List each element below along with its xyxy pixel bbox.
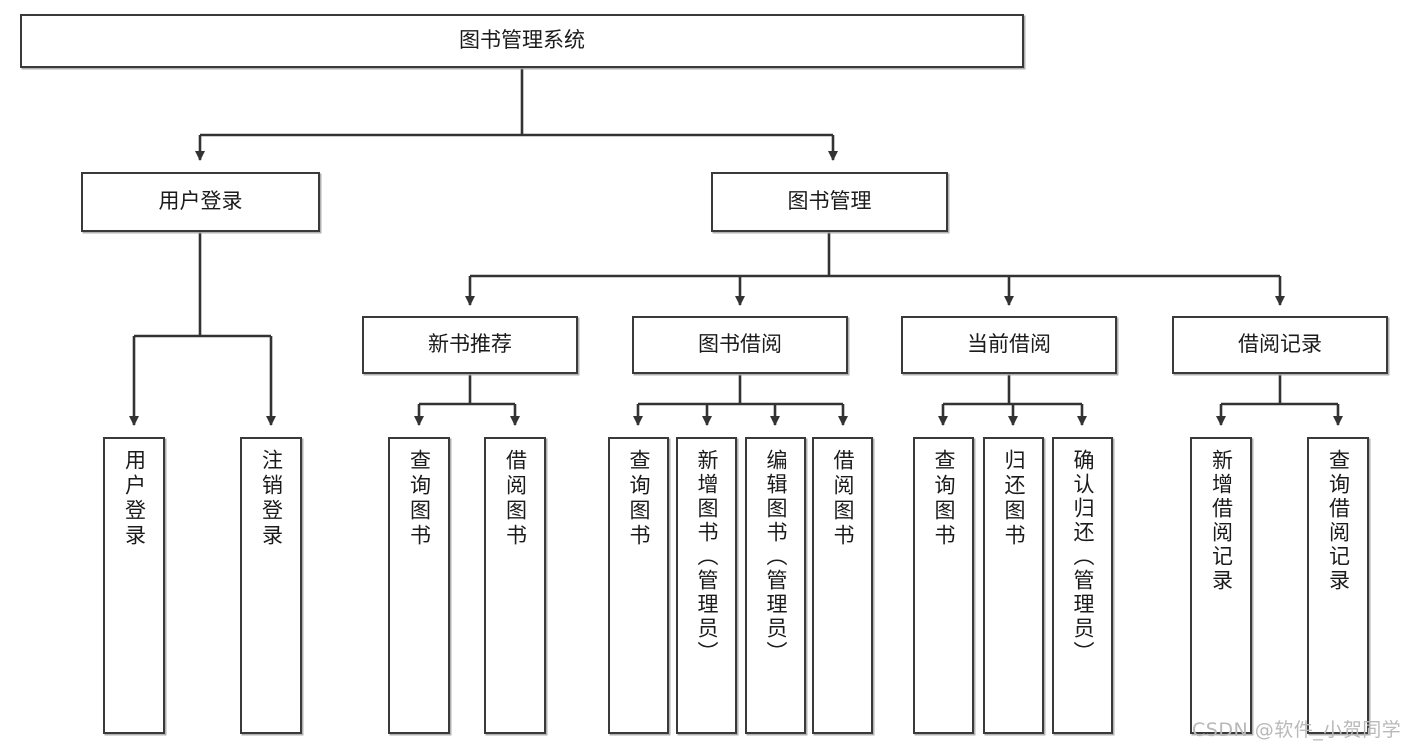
leaf-query-book-current[interactable]: 查询图书	[913, 437, 974, 734]
node-label: 查询图书	[627, 449, 651, 549]
node-label: 借阅图书	[831, 449, 855, 549]
edge-group-book-mgmt	[465, 232, 1285, 306]
node-level3-new-book-recommend[interactable]: 新书推荐	[362, 316, 578, 374]
node-label: 用户登录	[158, 189, 243, 214]
node-label: 图书借阅	[698, 332, 782, 357]
leaf-query-book-recommend[interactable]: 查询图书	[388, 437, 450, 734]
leaf-borrow-book[interactable]: 借阅图书	[812, 437, 873, 734]
node-label: 图书管理	[787, 189, 872, 214]
node-level2-user-login[interactable]: 用户登录	[81, 172, 320, 232]
node-label: 查询借阅记录	[1326, 449, 1351, 593]
node-label: 编辑图书（管理员）	[764, 449, 788, 665]
edge-group-root	[195, 68, 838, 161]
edge-group-user-login	[129, 232, 276, 426]
leaf-logout[interactable]: 注销登录	[240, 437, 302, 734]
csdn-watermark: CSDN @软件_小贺同学	[1192, 719, 1402, 741]
node-label: 确认归还（管理员）	[1071, 449, 1095, 665]
node-level2-book-management[interactable]: 图书管理	[711, 172, 948, 232]
node-root[interactable]: 图书管理系统	[20, 14, 1024, 68]
node-label: 用户登录	[122, 449, 147, 549]
edge-group-borrow	[633, 374, 848, 426]
leaf-add-book-admin[interactable]: 新增图书（管理员）	[676, 437, 737, 734]
node-level3-current-borrow[interactable]: 当前借阅	[901, 316, 1117, 374]
leaf-confirm-return-admin[interactable]: 确认归还（管理员）	[1052, 437, 1113, 734]
node-label: 图书管理系统	[459, 28, 585, 53]
node-label: 注销登录	[259, 449, 284, 549]
node-level3-book-borrow[interactable]: 图书借阅	[632, 316, 848, 374]
node-label: 新增借阅记录	[1209, 449, 1234, 593]
leaf-edit-book-admin[interactable]: 编辑图书（管理员）	[745, 437, 806, 734]
node-label: 借阅记录	[1238, 332, 1322, 357]
node-level3-borrow-records[interactable]: 借阅记录	[1172, 316, 1388, 374]
edge-group-current-borrow	[938, 374, 1087, 426]
leaf-user-login[interactable]: 用户登录	[103, 437, 165, 734]
node-label: 新增图书（管理员）	[695, 449, 719, 665]
leaf-query-borrow-record[interactable]: 查询借阅记录	[1307, 437, 1369, 734]
leaf-borrow-book-recommend[interactable]: 借阅图书	[484, 437, 546, 734]
node-label: 查询图书	[932, 449, 956, 549]
node-label: 新书推荐	[428, 332, 512, 357]
leaf-query-book-borrow[interactable]: 查询图书	[608, 437, 669, 734]
node-label: 查询图书	[407, 449, 432, 549]
leaf-return-book[interactable]: 归还图书	[983, 437, 1044, 734]
node-label: 归还图书	[1002, 449, 1026, 549]
edge-group-new-book	[414, 374, 520, 426]
node-label: 当前借阅	[967, 332, 1051, 357]
leaf-add-borrow-record[interactable]: 新增借阅记录	[1190, 437, 1252, 734]
edge-group-records	[1216, 374, 1343, 426]
node-label: 借阅图书	[503, 449, 528, 549]
